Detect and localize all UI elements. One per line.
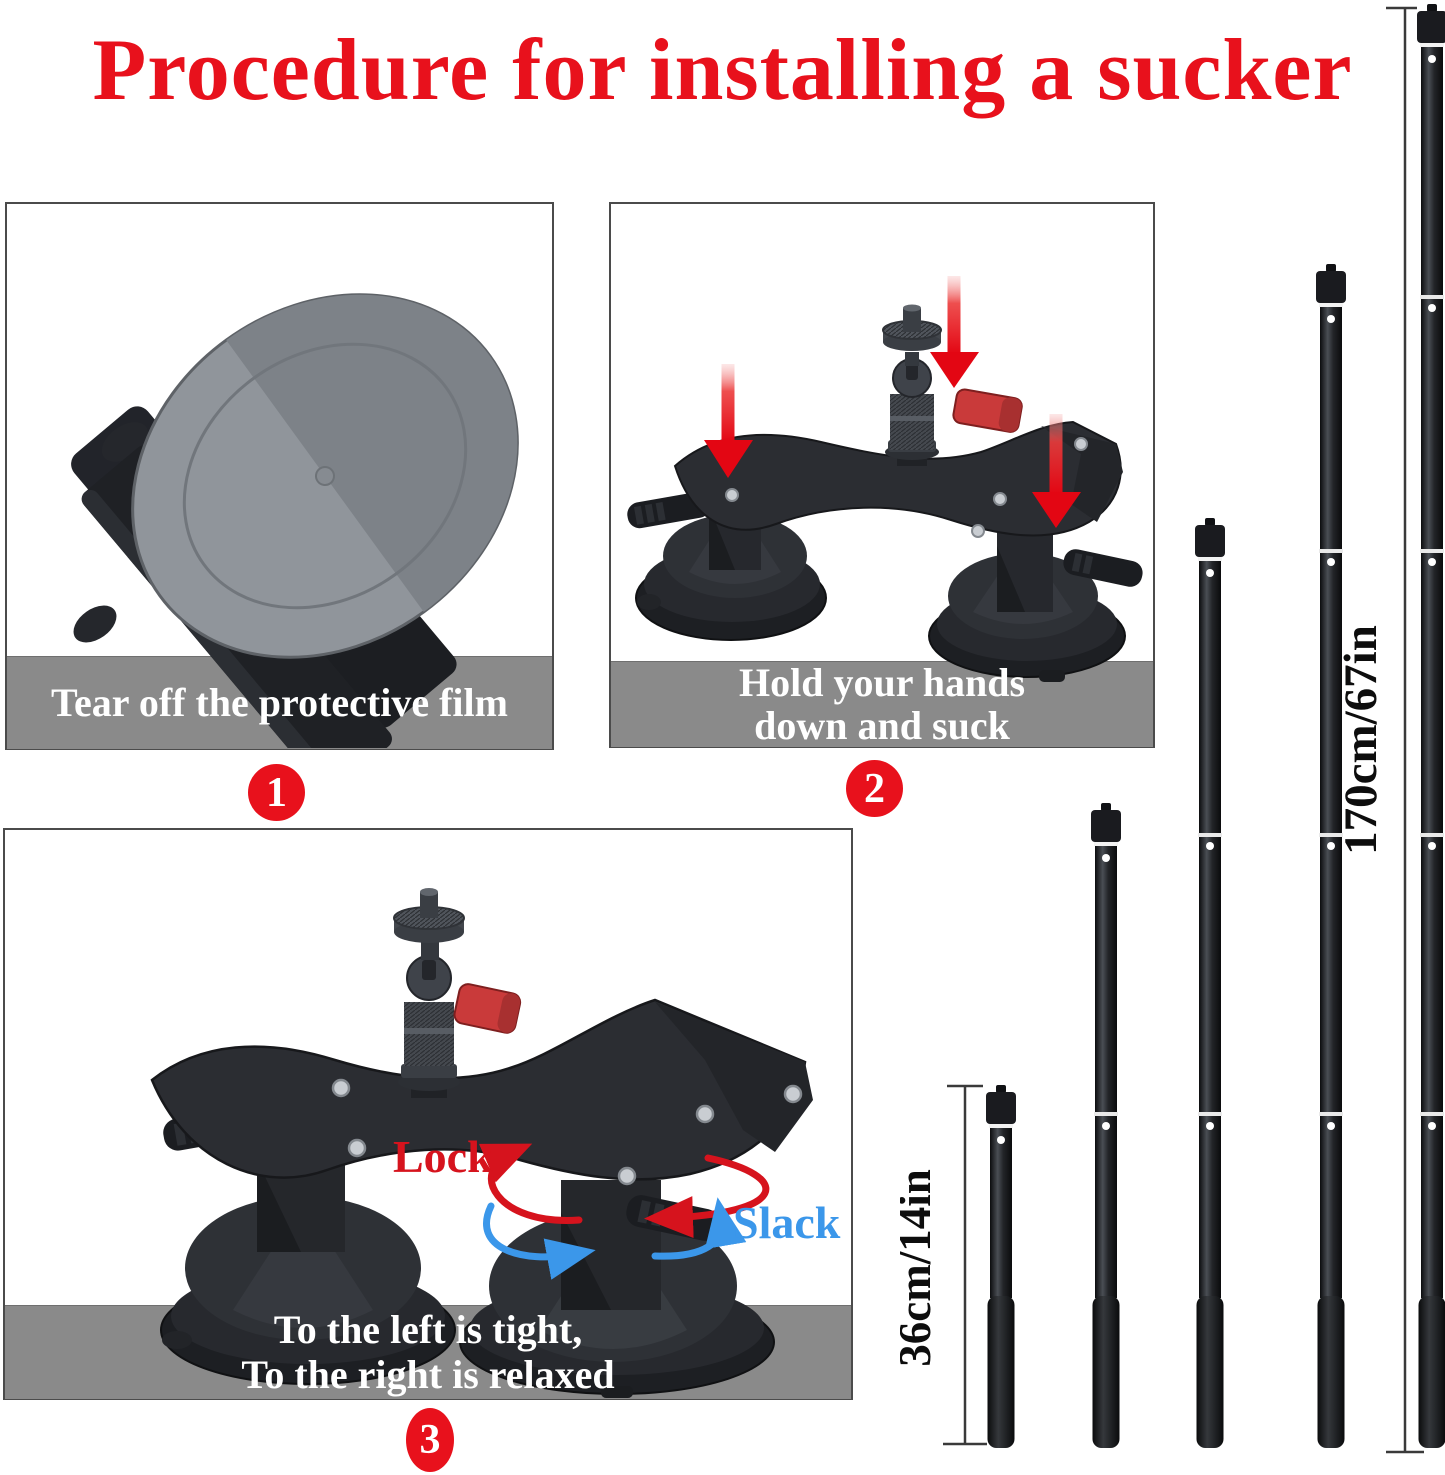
step3-caption: To the left is tight, To the right is re… — [5, 1305, 851, 1398]
step2-caption-line1: Hold your hands — [738, 659, 1026, 705]
step1-caption: Tear off the protective film — [7, 656, 552, 748]
step3-panel: Lock Slack To the left is tight, To the … — [3, 828, 853, 1400]
mount-plate — [150, 998, 813, 1186]
step3-photo — [150, 888, 813, 1398]
left-suction-cup — [627, 490, 827, 641]
step3-caption-line2: To the right is relaxed — [241, 1351, 615, 1397]
press-down-arrow-icons — [704, 276, 1081, 528]
pole-2 — [1091, 803, 1121, 1448]
lock-arrow-icon — [478, 1143, 583, 1224]
pole-1-collapsed — [986, 1085, 1016, 1448]
pole-3 — [1195, 518, 1225, 1448]
suction-disc-with-film — [131, 293, 519, 659]
left-suction-cup — [160, 1105, 456, 1385]
step1-caption-line: Tear off the protective film — [51, 679, 508, 725]
step3-caption-line1: To the left is tight, — [273, 1306, 583, 1352]
slack-label: Slack — [733, 1197, 841, 1248]
step2-number-badge: 2 — [846, 760, 903, 817]
pole-5-extended — [1417, 4, 1445, 1448]
red-locking-lever — [952, 388, 1023, 433]
plate-screws — [331, 1078, 803, 1186]
step3-number: 3 — [419, 1417, 441, 1463]
ball-head — [393, 888, 465, 1098]
step2-number: 2 — [864, 765, 885, 812]
step2-caption: Hold your hands down and suck — [611, 659, 1153, 748]
step3-number-badge: 3 — [406, 1408, 454, 1472]
step1-number: 1 — [266, 769, 287, 816]
step2-panel: Hold your hands down and suck — [609, 202, 1155, 748]
measurement-36cm — [943, 1084, 987, 1446]
step1-number-badge: 1 — [248, 764, 305, 821]
down-arrow-icon — [930, 276, 979, 388]
ball-head — [882, 304, 942, 466]
right-suction-cup — [928, 530, 1143, 682]
telescopic-poles-illustration: 170cm/67in 36cm/14in — [900, 4, 1445, 1454]
right-cup-lock-lever — [1063, 549, 1143, 587]
step2-caption-line2: down and suck — [754, 702, 1010, 748]
extended-length-label: 170cm/67in — [1335, 625, 1387, 855]
left-cup-lock-lever — [627, 491, 711, 529]
down-arrow-icon — [704, 364, 753, 478]
red-locking-lever — [453, 983, 522, 1034]
measurement-170cm — [1386, 6, 1424, 1454]
slack-arrow-icon — [483, 1202, 596, 1280]
rotation-arrows — [478, 1143, 770, 1280]
step1-panel: Tear off the protective film — [5, 202, 554, 750]
slack-arrow-icon — [651, 1197, 747, 1260]
down-arrow-icon — [1032, 414, 1081, 528]
step1-photo — [71, 293, 519, 748]
lock-label: Lock — [393, 1131, 493, 1182]
page-title: Procedure for installing a sucker — [92, 22, 1353, 119]
step2-photo — [627, 276, 1143, 682]
pole-4 — [1316, 264, 1346, 1448]
mount-plate — [673, 420, 1123, 538]
collapsed-length-label: 36cm/14in — [900, 1169, 940, 1367]
